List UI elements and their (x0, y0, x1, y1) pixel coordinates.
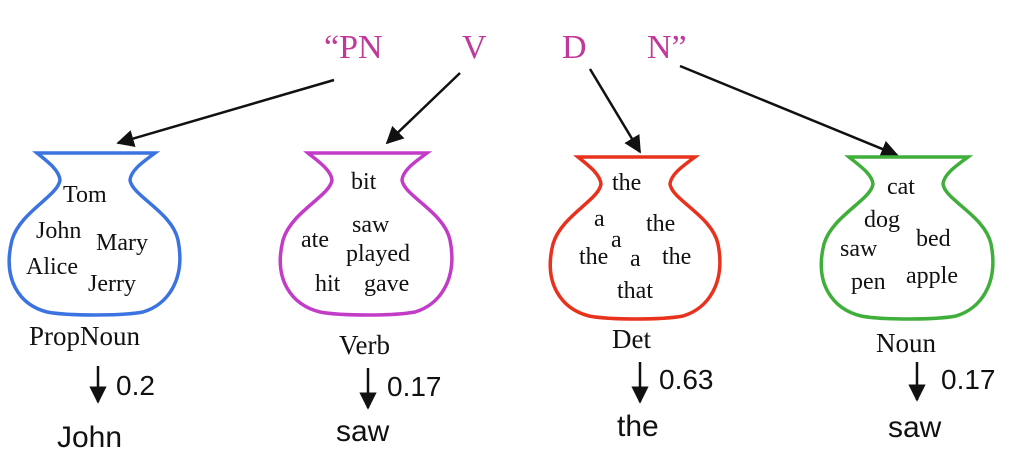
tag-arrows (116, 64, 899, 158)
emission-probability: 0.2 (116, 370, 155, 401)
urn-word: saw (352, 212, 390, 238)
category-label: Verb (339, 330, 390, 360)
urn-word: Mary (96, 230, 148, 256)
category-label: PropNoun (29, 321, 141, 351)
urn-word: a (630, 246, 641, 272)
arrow-to-verb (385, 72, 461, 145)
urn-word: the (662, 244, 691, 270)
urn-outline (819, 155, 995, 321)
urn-propnoun: Tom John Mary Alice Jerry PropNoun 0.2 J… (7, 151, 182, 454)
urn-word: Tom (63, 182, 107, 208)
emission-probability: 0.17 (387, 371, 442, 402)
urn-outline (7, 151, 182, 317)
emission-probability: 0.63 (659, 364, 714, 395)
urn-outline (548, 155, 722, 321)
category-label: Det (612, 324, 651, 354)
emitted-word: the (617, 410, 659, 443)
tag-propnoun: “PN (324, 29, 383, 66)
arrow-to-noun (679, 64, 899, 158)
emission-probability: 0.17 (941, 364, 996, 395)
tag-det: D (562, 29, 587, 66)
arrow-to-det (588, 68, 642, 154)
category-label: Noun (876, 328, 936, 358)
urn-word: the (646, 211, 675, 237)
urn-det: the a the a the a the that Det 0.63 the (548, 155, 722, 443)
urn-outline (278, 151, 454, 317)
urn-word: ate (301, 227, 329, 253)
urn-verb: bit saw ate played hit gave Verb 0.17 sa… (278, 151, 454, 448)
urn-word: the (612, 170, 641, 196)
urn-word: a (611, 227, 622, 253)
urn-noun: cat dog bed saw pen apple Noun 0.17 saw (819, 155, 996, 444)
tag-verb: V (462, 29, 487, 66)
urn-word: gave (364, 271, 409, 297)
emitted-word: saw (336, 415, 390, 448)
urn-word: Jerry (88, 271, 136, 297)
urn-word: pen (851, 269, 886, 295)
urn-word: saw (840, 236, 878, 262)
urn-word: played (346, 241, 410, 267)
urn-word: John (36, 218, 81, 244)
urn-word: hit (315, 271, 341, 297)
urn-word: the (579, 244, 608, 270)
emitted-word: saw (888, 411, 942, 444)
tag-noun: N” (647, 29, 687, 66)
emitted-word: John (57, 421, 122, 454)
urn-word: that (617, 278, 653, 304)
urn-word: Alice (26, 254, 78, 280)
tag-sequence: “PN V D N” (324, 29, 687, 66)
urn-word: a (594, 206, 605, 232)
urn-word: cat (887, 174, 915, 200)
urn-word: bed (916, 226, 951, 252)
urn-word: apple (906, 263, 958, 289)
urn-word: dog (864, 207, 900, 233)
arrow-to-propnoun (116, 78, 335, 147)
urn-word: bit (351, 169, 377, 195)
